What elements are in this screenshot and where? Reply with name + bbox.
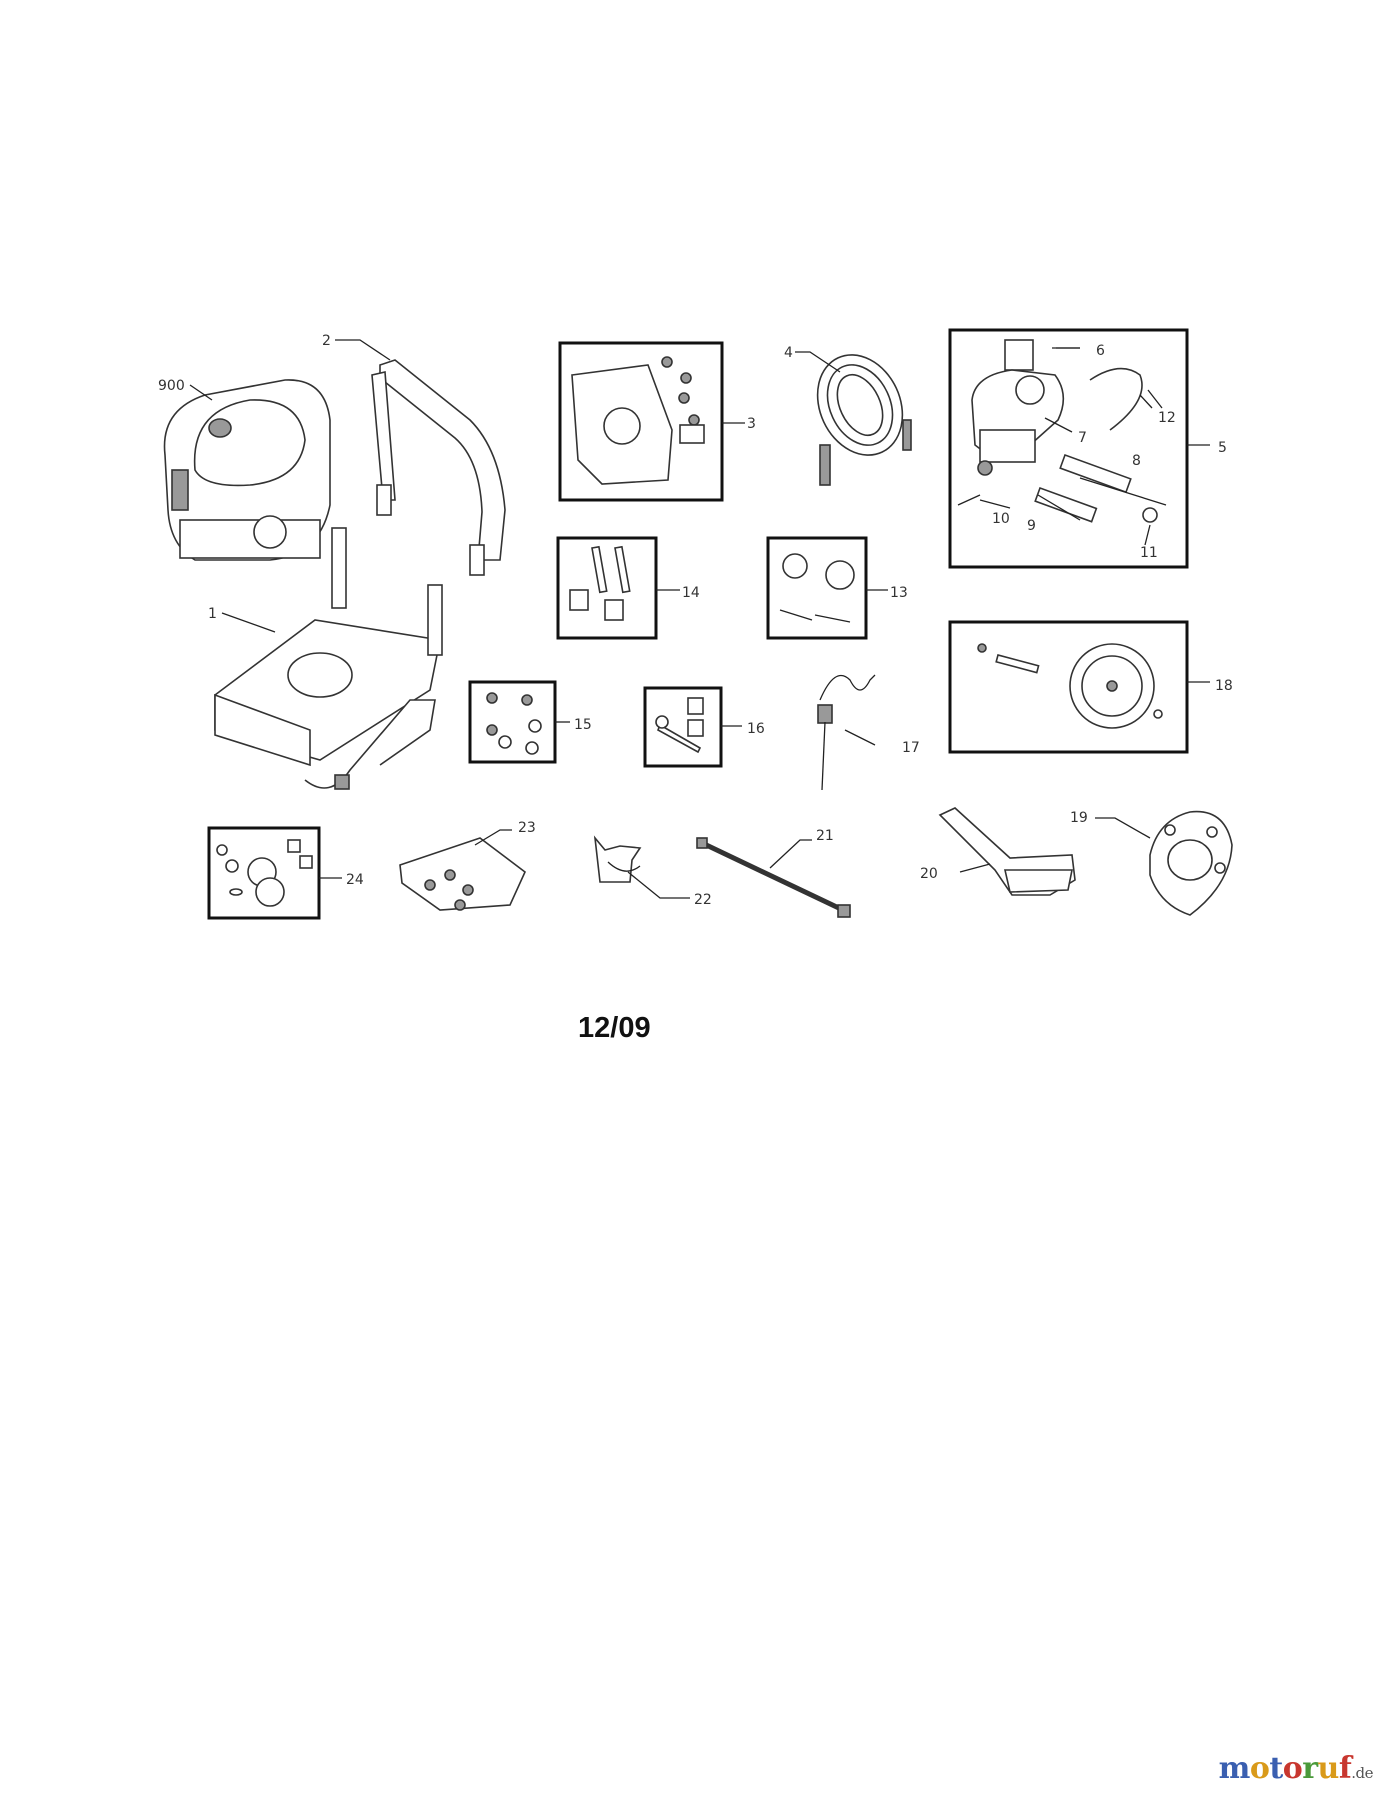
callout-14: 14 xyxy=(682,585,700,601)
callout-2: 2 xyxy=(322,333,331,349)
panel-3[interactable] xyxy=(571,356,705,485)
callout-13: 13 xyxy=(890,585,908,601)
callout-1: 1 xyxy=(208,606,217,622)
callout-18: 18 xyxy=(1215,678,1233,694)
frame-1[interactable] xyxy=(214,527,443,790)
callout-12: 12 xyxy=(1158,410,1176,426)
watermark-letter: u xyxy=(1317,1751,1340,1786)
bearings-24[interactable] xyxy=(216,839,313,907)
callout-20: 20 xyxy=(920,866,938,882)
bolts-14[interactable] xyxy=(569,545,631,621)
callout-6: 6 xyxy=(1096,343,1105,359)
callout-9: 9 xyxy=(1027,518,1036,534)
callout-19: 19 xyxy=(1070,810,1088,826)
pump-5[interactable] xyxy=(971,339,1065,476)
watermark-letter: m xyxy=(1218,1751,1251,1786)
watermark-letter: t xyxy=(1269,1751,1283,1786)
box-16 xyxy=(643,686,723,768)
callout-4: 4 xyxy=(784,345,793,361)
hose-4[interactable] xyxy=(802,341,918,486)
box-24 xyxy=(207,826,321,920)
callout-5: 5 xyxy=(1218,440,1227,456)
screws-15[interactable] xyxy=(486,692,542,755)
motoruf-watermark: motoruf.de xyxy=(1218,1751,1374,1786)
wand-21[interactable] xyxy=(696,837,851,918)
watermark-suffix: .de xyxy=(1351,1764,1373,1782)
callout-16: 16 xyxy=(747,721,765,737)
box-18 xyxy=(948,620,1189,754)
callout-15: 15 xyxy=(574,717,592,733)
valve-parts[interactable] xyxy=(957,347,1158,523)
callout-23: 23 xyxy=(518,820,536,836)
watermark-letter: f xyxy=(1338,1751,1352,1786)
box-15 xyxy=(468,680,557,764)
callout-17: 17 xyxy=(902,740,920,756)
pin-16[interactable] xyxy=(655,697,704,754)
callout-22: 22 xyxy=(694,892,712,908)
box-5 xyxy=(948,328,1189,569)
watermark-letter: r xyxy=(1302,1751,1318,1786)
date-code: 12/09 xyxy=(578,1012,651,1044)
wheel-18[interactable] xyxy=(977,643,1163,729)
knobs-13[interactable] xyxy=(779,553,855,623)
callout-900: 900 xyxy=(158,378,185,394)
callout-7: 7 xyxy=(1078,430,1087,446)
callout-10: 10 xyxy=(992,511,1010,527)
engine-900[interactable] xyxy=(163,379,331,561)
callout-21: 21 xyxy=(816,828,834,844)
callout-8: 8 xyxy=(1132,453,1141,469)
callout-3: 3 xyxy=(747,416,756,432)
callout-11: 11 xyxy=(1140,545,1158,561)
spray-gun-20[interactable] xyxy=(938,807,1076,896)
hardware-bag-23[interactable] xyxy=(399,837,526,911)
callout-24: 24 xyxy=(346,872,364,888)
box-14 xyxy=(556,536,658,640)
holster-22[interactable] xyxy=(593,835,642,883)
box-13 xyxy=(766,536,868,640)
watermark-letter: o xyxy=(1282,1751,1303,1786)
hose-hook-19[interactable] xyxy=(1149,810,1233,916)
box-3 xyxy=(558,341,724,502)
handle-2[interactable] xyxy=(371,359,506,576)
watermark-letter: o xyxy=(1249,1751,1270,1786)
chemical-hose-17[interactable] xyxy=(817,674,876,791)
